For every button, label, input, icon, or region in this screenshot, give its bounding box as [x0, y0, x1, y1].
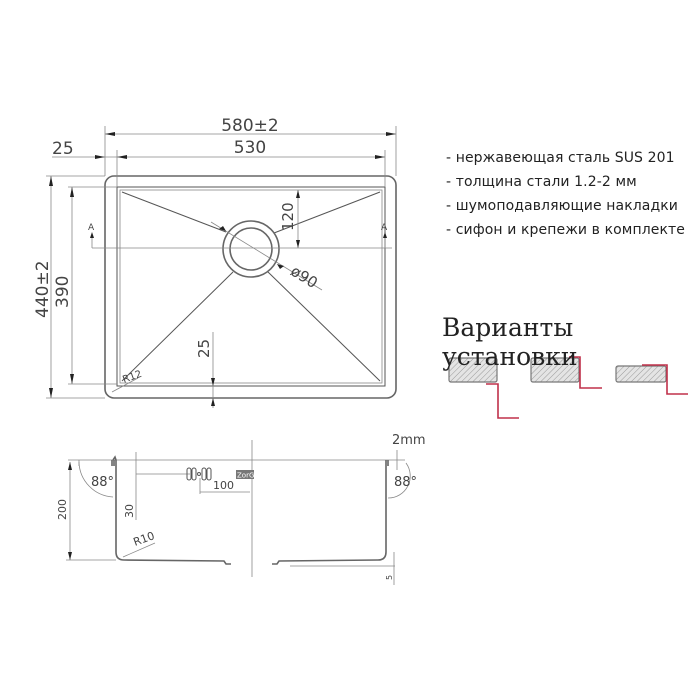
overall-width-label: 580±2: [221, 116, 279, 136]
variant-undermount: [448, 357, 519, 419]
bottom-radius-label: R10: [132, 529, 157, 549]
overall-depth-label: 440±2: [33, 260, 53, 318]
spec-item-material: - нержавеющая сталь SUS 201: [446, 150, 675, 166]
section-mark-left: A: [88, 223, 95, 233]
bowl-width-label: 530: [234, 138, 266, 158]
svg-text:ZorG: ZorG: [237, 472, 254, 480]
flange-thickness-label: 2mm: [392, 433, 426, 448]
right-angle-label: 88°: [394, 475, 417, 490]
sink-profile-left: [112, 455, 231, 565]
variant-flush: [530, 356, 602, 389]
spec-item-noise-pads: - шумоподавляющие накладки: [446, 198, 679, 214]
overflow-distance-label: 100: [213, 479, 234, 492]
sink-profile-right: [272, 460, 387, 565]
brand-logo: [236, 470, 254, 479]
installation-variants: [448, 356, 688, 419]
drain-offset-label: 120: [279, 202, 297, 231]
drain-outer: [222, 220, 280, 278]
outer-rim: [104, 175, 397, 399]
spec-item-thickness: - толщина стали 1.2-2 мм: [446, 174, 637, 190]
diameter-leader: [210, 221, 323, 291]
spec-item-accessories: - сифон и крепежи в комплекте: [446, 222, 685, 238]
left-angle-label: 88°: [91, 475, 114, 490]
section-view: 200 88° 88° 2mm 30 100 ZorG R: [56, 433, 426, 585]
drain-diameter-label: ø90: [287, 262, 321, 292]
bowl-outline: [116, 186, 386, 387]
section-height-label: 200: [56, 499, 69, 520]
drain-inner: [229, 227, 273, 271]
top-view: ø90 A A 120 25 R12 580±2: [33, 116, 397, 408]
overflow-offset-label: 30: [123, 504, 136, 518]
bowl-depth-label: 390: [53, 276, 73, 308]
bowl-inner-outline: [119, 189, 383, 384]
bottom-offset-label: 25: [195, 339, 213, 358]
slope-line: [121, 191, 227, 233]
section-mark-right: A: [381, 223, 388, 233]
installation-title: Варианты установки: [442, 313, 578, 371]
variant-overmount: [615, 364, 688, 395]
slope-line: [121, 271, 234, 382]
slope-line: [273, 191, 381, 234]
bottom-step-label: 5: [385, 575, 394, 580]
overflow-holes: [186, 467, 212, 481]
slope-line: [267, 271, 381, 382]
flange-offset-label: 25: [52, 139, 74, 159]
